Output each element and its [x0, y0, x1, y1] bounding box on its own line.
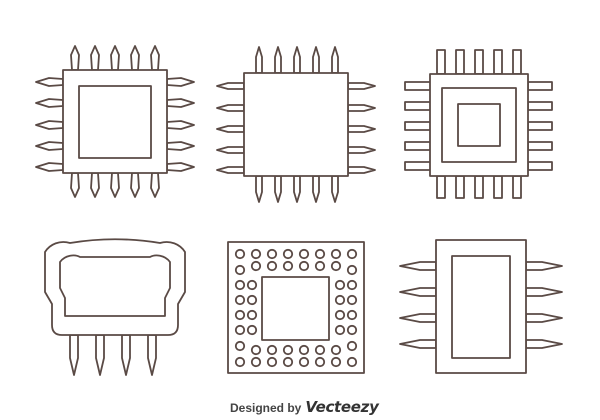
chip3-bottom-pins	[437, 176, 521, 198]
chip1-left-pins	[36, 78, 63, 171]
chip2-bottom-pins	[256, 176, 338, 202]
chip2-right-pins	[348, 83, 375, 173]
chip6-left-pins	[400, 262, 436, 348]
credit-brand[interactable]: Vecteezy	[305, 398, 379, 416]
chip5-die	[262, 277, 329, 340]
chip3-right-pins	[528, 82, 552, 170]
chip4-window	[60, 255, 170, 316]
chip5-pin-circles	[236, 250, 356, 366]
chip3-die	[458, 104, 500, 146]
pin-grid-array-chip-icon	[228, 242, 364, 373]
chip-housing-icon	[45, 239, 185, 375]
chip6-die	[452, 256, 510, 358]
dual-inline-chip-icon	[400, 240, 562, 373]
chip1-top-pins	[71, 46, 159, 70]
chip-with-tapered-pins-plain-icon	[217, 47, 375, 202]
chip2-top-pins	[256, 47, 338, 73]
chip-with-rectangular-pins-icon	[405, 50, 552, 198]
credit-line: Designed by Vecteezy	[230, 398, 379, 418]
credit-prefix: Designed by	[230, 401, 302, 415]
chip3-left-pins	[405, 82, 431, 170]
chip1-die	[79, 86, 151, 158]
chip6-right-pins	[526, 262, 562, 348]
chip4-bottom-pins	[70, 335, 156, 375]
chip2-left-pins	[217, 83, 244, 173]
chip1-bottom-pins	[71, 173, 159, 197]
chip-with-tapered-pins-icon	[36, 46, 194, 197]
chip2-body	[244, 73, 348, 176]
chip1-right-pins	[167, 78, 194, 171]
chip3-top-pins	[437, 50, 521, 74]
